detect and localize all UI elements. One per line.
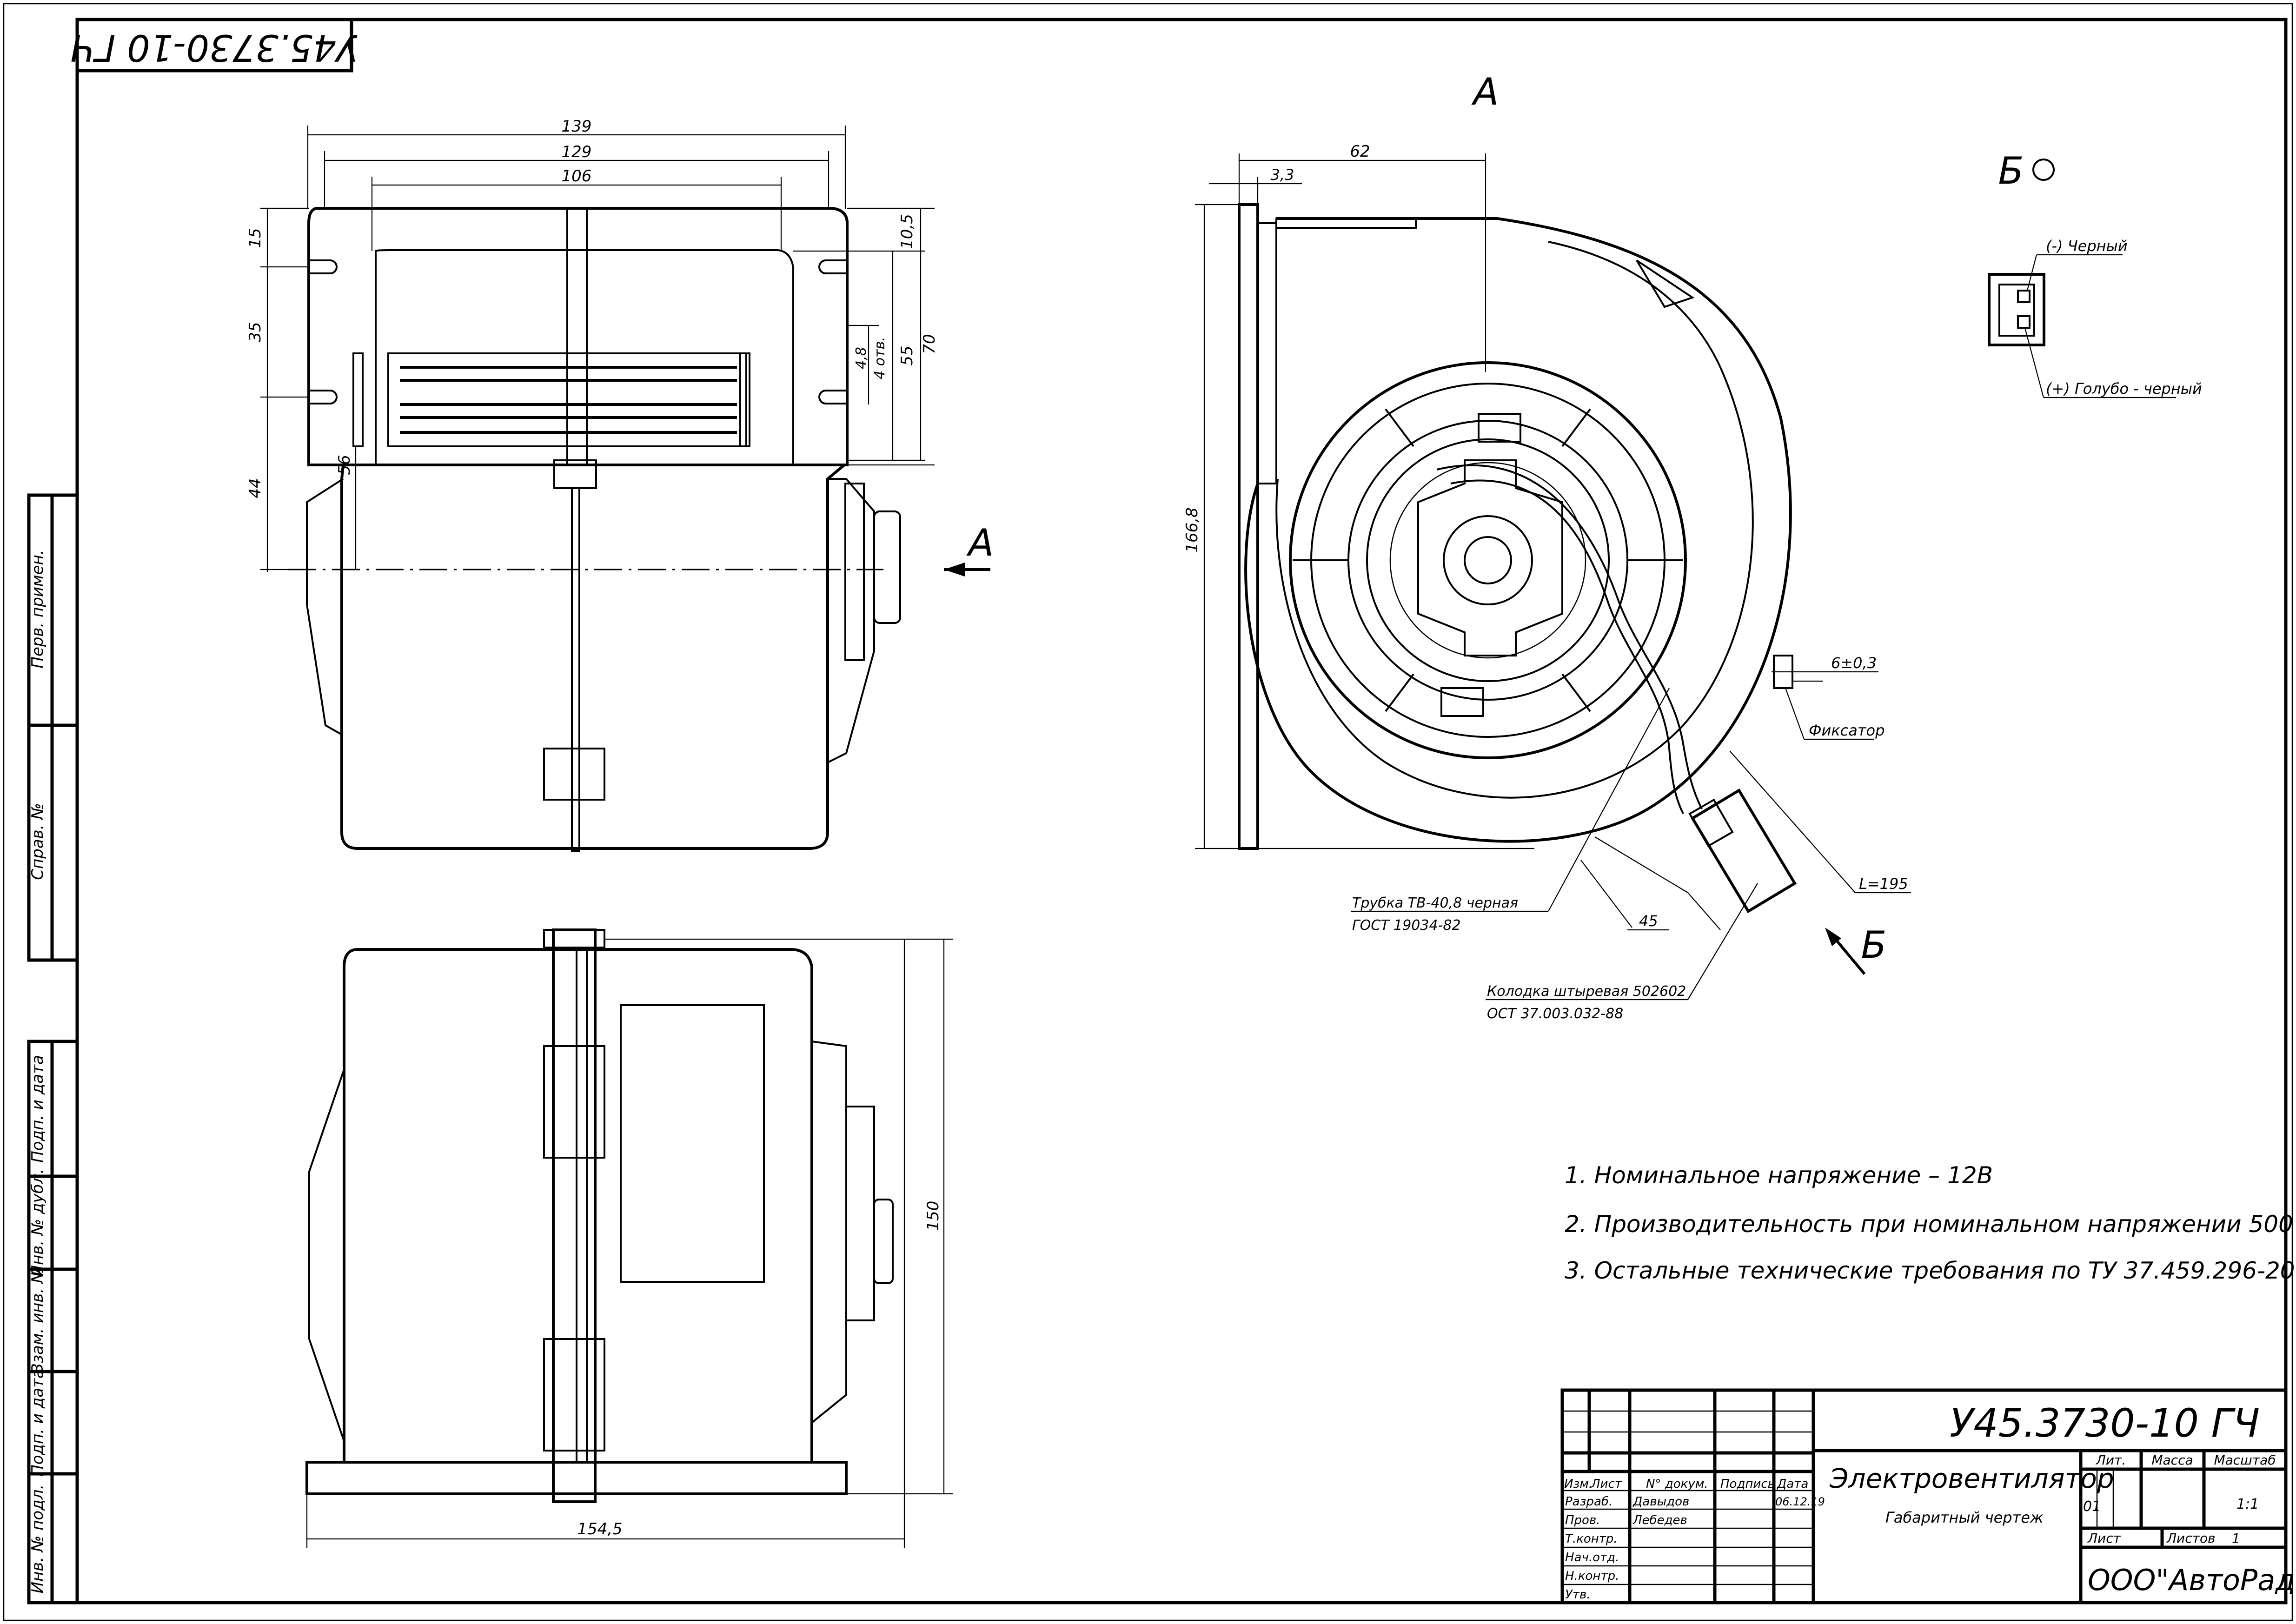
connector-label-2: ОСТ 37.003.032-88 — [1487, 1006, 1623, 1022]
mirrored-code-box: У45.3730-10 ГЧ — [70, 18, 358, 73]
col-izm: Изм. — [1564, 1477, 1593, 1491]
title-block: У45.3730-10 ГЧ Электровентилятор Габарит… — [1560, 1388, 2296, 1604]
note-3: 3. Остальные технические требования по Т… — [1565, 1257, 2296, 1284]
dim-3-3: 3,3 — [1271, 166, 1294, 184]
front-view: А 139 129 106 15 35 44 56 10 — [246, 117, 994, 852]
dim-4-8: 4,8 — [853, 347, 869, 369]
col-list: Лист — [1591, 1477, 1622, 1491]
connector-label-1: Колодка штыревая 502602 — [1487, 983, 1686, 1000]
sheets-value: 1 — [2232, 1531, 2240, 1546]
view-a-title: А — [1471, 70, 1499, 113]
sheet-label: Лист — [2087, 1531, 2121, 1546]
dim-139: 139 — [562, 117, 592, 136]
bottom-view: 154,5 150 — [305, 928, 953, 1548]
side-label-1: Справ. № — [28, 803, 47, 880]
tube-label-2: ГОСТ 19034-82 — [1352, 917, 1461, 934]
note-1: 1. Номинальное напряжение – 12В — [1565, 1162, 1993, 1189]
date-0: 06.12.19 — [1775, 1495, 1825, 1508]
dim-L: L=195 — [1859, 875, 1908, 893]
role-2: Т.контр. — [1565, 1532, 1618, 1546]
dim-15: 15 — [246, 228, 265, 248]
lit-value: 01 — [2083, 1498, 2101, 1515]
title-subtitle: Габаритный чертеж — [1885, 1509, 2044, 1526]
dim-106: 106 — [562, 167, 592, 186]
dim-70: 70 — [920, 334, 939, 354]
fixator-label: Фиксатор — [1809, 722, 1885, 739]
dim-150: 150 — [924, 1201, 942, 1231]
col-date: Дата — [1777, 1477, 1808, 1491]
view-b-plus: (+) Голубо - черный — [2046, 380, 2202, 398]
dim-35: 35 — [246, 322, 265, 342]
side-label-5: Подп. и дата — [28, 1369, 47, 1477]
side-label-6: Инв. № подл. — [28, 1485, 47, 1594]
dim-45: 45 — [1639, 912, 1658, 930]
name-1: Лебедев — [1632, 1513, 1687, 1527]
dim-129: 129 — [562, 143, 592, 161]
dim-154-5: 154,5 — [577, 1520, 622, 1538]
role-1: Пров. — [1565, 1513, 1600, 1527]
sheets-label: Листов — [2166, 1531, 2216, 1546]
side-label-2: Подп. и дата — [28, 1055, 47, 1163]
mass-label: Масса — [2151, 1452, 2193, 1468]
note-2: 2. Производительность при номинальном на… — [1565, 1211, 2296, 1238]
name-0: Давыдов — [1632, 1495, 1689, 1509]
view-a: А — [1183, 70, 1911, 1022]
side-label-0: Перв. примен. — [28, 550, 47, 668]
lit-label: Лит. — [2096, 1452, 2126, 1468]
title-code: У45.3730-10 ГЧ — [1950, 1400, 2260, 1446]
dim-6: 6±0,3 — [1831, 654, 1877, 672]
title-name: Электровентилятор — [1829, 1463, 2114, 1494]
role-5: Утв. — [1565, 1588, 1591, 1602]
mirrored-code: У45.3730-10 ГЧ — [70, 27, 358, 68]
front-arrow-label: А — [966, 521, 994, 564]
role-0: Разраб. — [1565, 1495, 1613, 1509]
outer-border — [3, 3, 2293, 1621]
dim-62: 62 — [1350, 142, 1370, 161]
side-strip: Перв. примен. Справ. № Подп. и дата Инв.… — [27, 493, 79, 1604]
role-3: Нач.отд. — [1565, 1551, 1619, 1564]
view-b: Б (-) Черный (+) Голубо - черный — [1988, 149, 2202, 398]
dim-10-5: 10,5 — [898, 214, 916, 249]
col-sign: Подпись — [1720, 1477, 1775, 1491]
title-company: ООО"АвтоРад" — [2088, 1563, 2296, 1597]
notes: 1. Номинальное напряжение – 12В 2. Произ… — [1565, 1162, 2296, 1284]
scale-value: 1:1 — [2236, 1496, 2259, 1512]
role-4: Н.контр. — [1565, 1569, 1619, 1583]
view-b-title: Б — [1998, 149, 2024, 192]
dim-166-8: 166,8 — [1183, 507, 1201, 552]
view-b-minus: (-) Черный — [2046, 237, 2128, 255]
col-doc: N° докум. — [1646, 1477, 1708, 1491]
dim-55: 55 — [898, 345, 916, 365]
dim-56: 56 — [335, 455, 354, 475]
side-label-4: Взам. инв. № — [28, 1267, 47, 1374]
side-label-3: Инв. № дубл. — [28, 1169, 47, 1277]
tube-label-1: Трубка ТВ-40,8 черная — [1352, 895, 1518, 911]
view-a-arrow-label: Б — [1861, 923, 1887, 967]
scale-label: Масштаб — [2214, 1452, 2276, 1468]
dim-44: 44 — [246, 478, 265, 498]
dim-4-holes: 4 отв. — [872, 337, 888, 379]
